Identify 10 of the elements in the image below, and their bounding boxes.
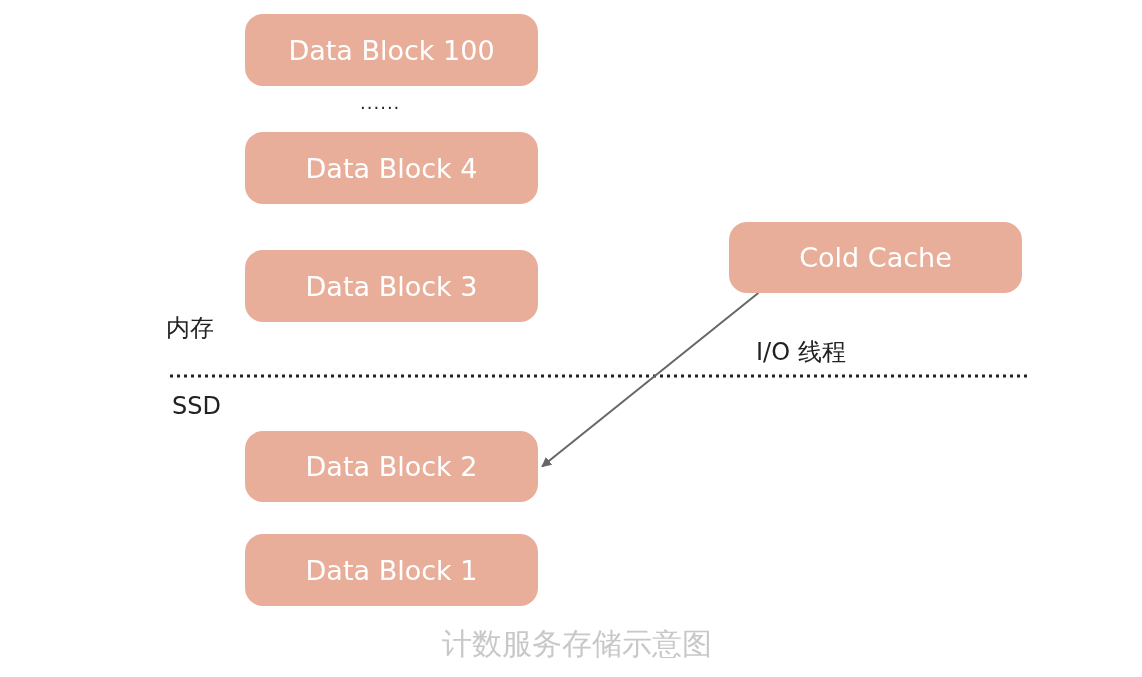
layer-label: SSD [172,392,221,420]
data-box: Data Block 3 [245,250,538,322]
ellipsis-text: ...... [360,92,401,113]
data-box: Data Block 2 [245,431,538,502]
data-box: Data Block 100 [245,14,538,86]
data-box: Cold Cache [729,222,1022,293]
layer-label: 内存 [166,313,214,344]
data-box: Data Block 1 [245,534,538,606]
arrow [541,292,760,468]
data-box: Data Block 4 [245,132,538,204]
